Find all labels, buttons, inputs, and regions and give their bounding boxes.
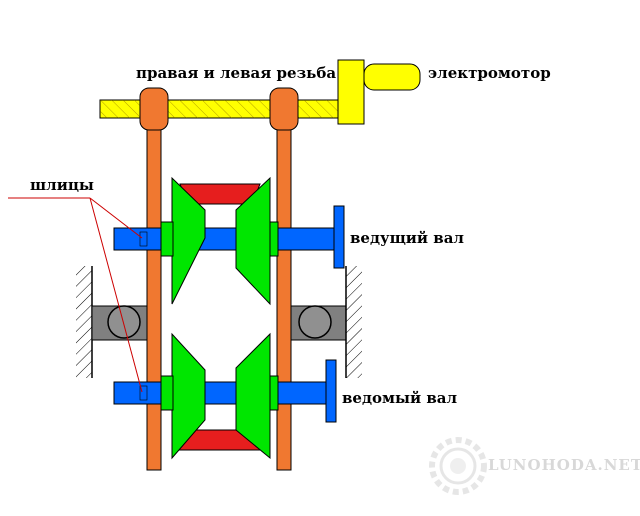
splines-label: шлицы (30, 176, 94, 194)
left-lever (139, 87, 169, 471)
electric-motor (337, 59, 421, 125)
drive-pulley (160, 176, 279, 306)
driven-shaft-label: ведомый вал (342, 389, 458, 407)
splines-leader (8, 197, 143, 393)
watermark-text: LUNOHODA.NET (488, 456, 640, 474)
motor-label: электромотор (428, 64, 551, 82)
drive-shaft-label: ведущий вал (350, 229, 464, 247)
left-bearing (76, 266, 148, 378)
watermark-gear-icon (429, 437, 487, 495)
thread-label: правая и левая резьба (136, 64, 337, 82)
lead-screw (99, 99, 343, 119)
driven-pulley (160, 332, 279, 460)
right-lever (269, 87, 299, 471)
right-bearing (290, 266, 362, 378)
